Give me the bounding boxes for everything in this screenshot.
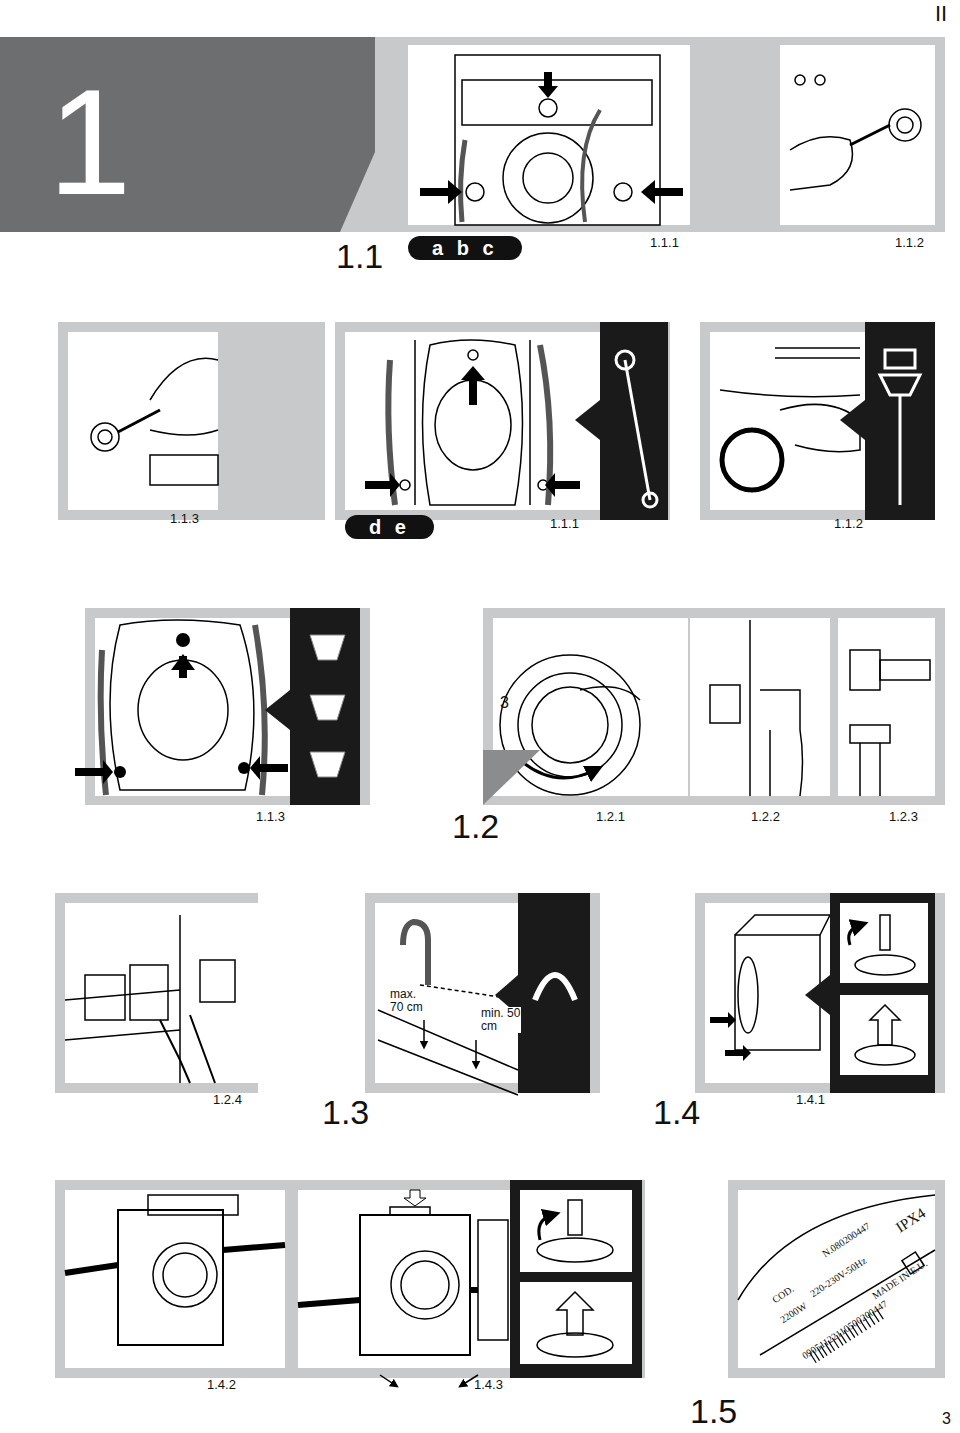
step-number: 1.1.1 (550, 517, 579, 531)
dimension: min. 50 cm (481, 1007, 521, 1033)
variant-tab: d e (345, 515, 434, 539)
step-number: 1.4.1 (796, 1093, 825, 1107)
step-number: 1.2.2 (751, 810, 780, 824)
step-number: 1.4.2 (207, 1378, 236, 1392)
section-number: 1.3 (322, 1094, 369, 1131)
step-number: 1.2.4 (213, 1093, 242, 1107)
variant-letters: d e (369, 517, 410, 537)
callout-number: 3 (500, 694, 509, 712)
variant-letters: a b c (432, 238, 498, 258)
section-number: 1 (48, 67, 375, 217)
section-number: 1.4 (653, 1094, 700, 1131)
variant-tab: a b c (408, 236, 522, 260)
dimension: max. 70 cm (390, 988, 430, 1014)
section-number: 1.2 (452, 808, 499, 845)
section-band: 1 (0, 37, 375, 232)
section-number: 1.1 (336, 238, 383, 275)
step-number: 1.1.2 (895, 236, 924, 250)
step-number: 1.1.2 (834, 517, 863, 531)
step-number: 1.4.3 (474, 1378, 503, 1392)
section-number: 1.5 (690, 1393, 737, 1430)
step-number: 1.1.3 (256, 810, 285, 824)
page-number: 3 (942, 1410, 951, 1428)
page-marker: II (935, 2, 947, 26)
step-number: 1.2.3 (889, 810, 918, 824)
step-number: 1.2.1 (596, 810, 625, 824)
step-number: 1.1.1 (650, 236, 679, 250)
step-number: 1.1.3 (170, 512, 199, 526)
